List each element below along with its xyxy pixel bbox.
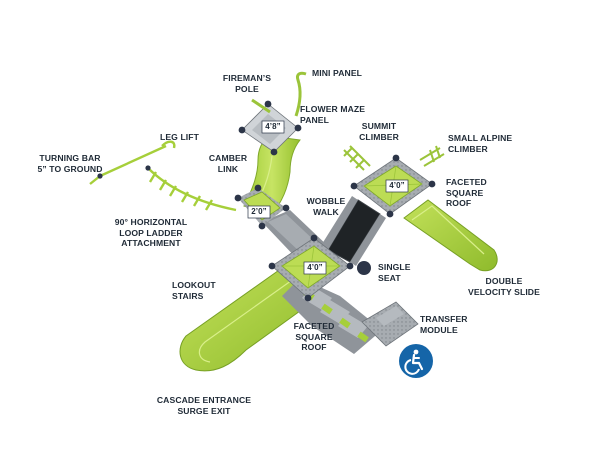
transfer-module <box>361 301 419 347</box>
height-right-deck: 4’0” <box>389 181 405 190</box>
height-left-deck: 2’0” <box>251 207 267 216</box>
mini-panel <box>294 71 307 117</box>
height-center-deck: 4’0” <box>307 263 323 272</box>
deck-posts <box>97 100 436 302</box>
height-top-deck: 4’8” <box>265 122 281 131</box>
cascade-slide <box>179 267 319 372</box>
single-seat <box>357 261 371 275</box>
center-deck-roof <box>271 237 351 299</box>
small-alpine-climber <box>419 145 445 167</box>
summit-climber <box>343 145 371 171</box>
label-leg-lift: LEG LIFT <box>160 132 199 142</box>
double-velocity-slide <box>403 199 498 272</box>
top-deck-roof <box>241 103 299 153</box>
firemans-pole <box>251 98 271 114</box>
left-deck-roof <box>238 188 286 226</box>
label-mini-panel: MINI PANEL <box>312 68 363 78</box>
wheelchair-accessibility-icon <box>399 344 433 378</box>
loop-ladder <box>147 167 237 212</box>
right-deck-roof <box>353 157 433 215</box>
